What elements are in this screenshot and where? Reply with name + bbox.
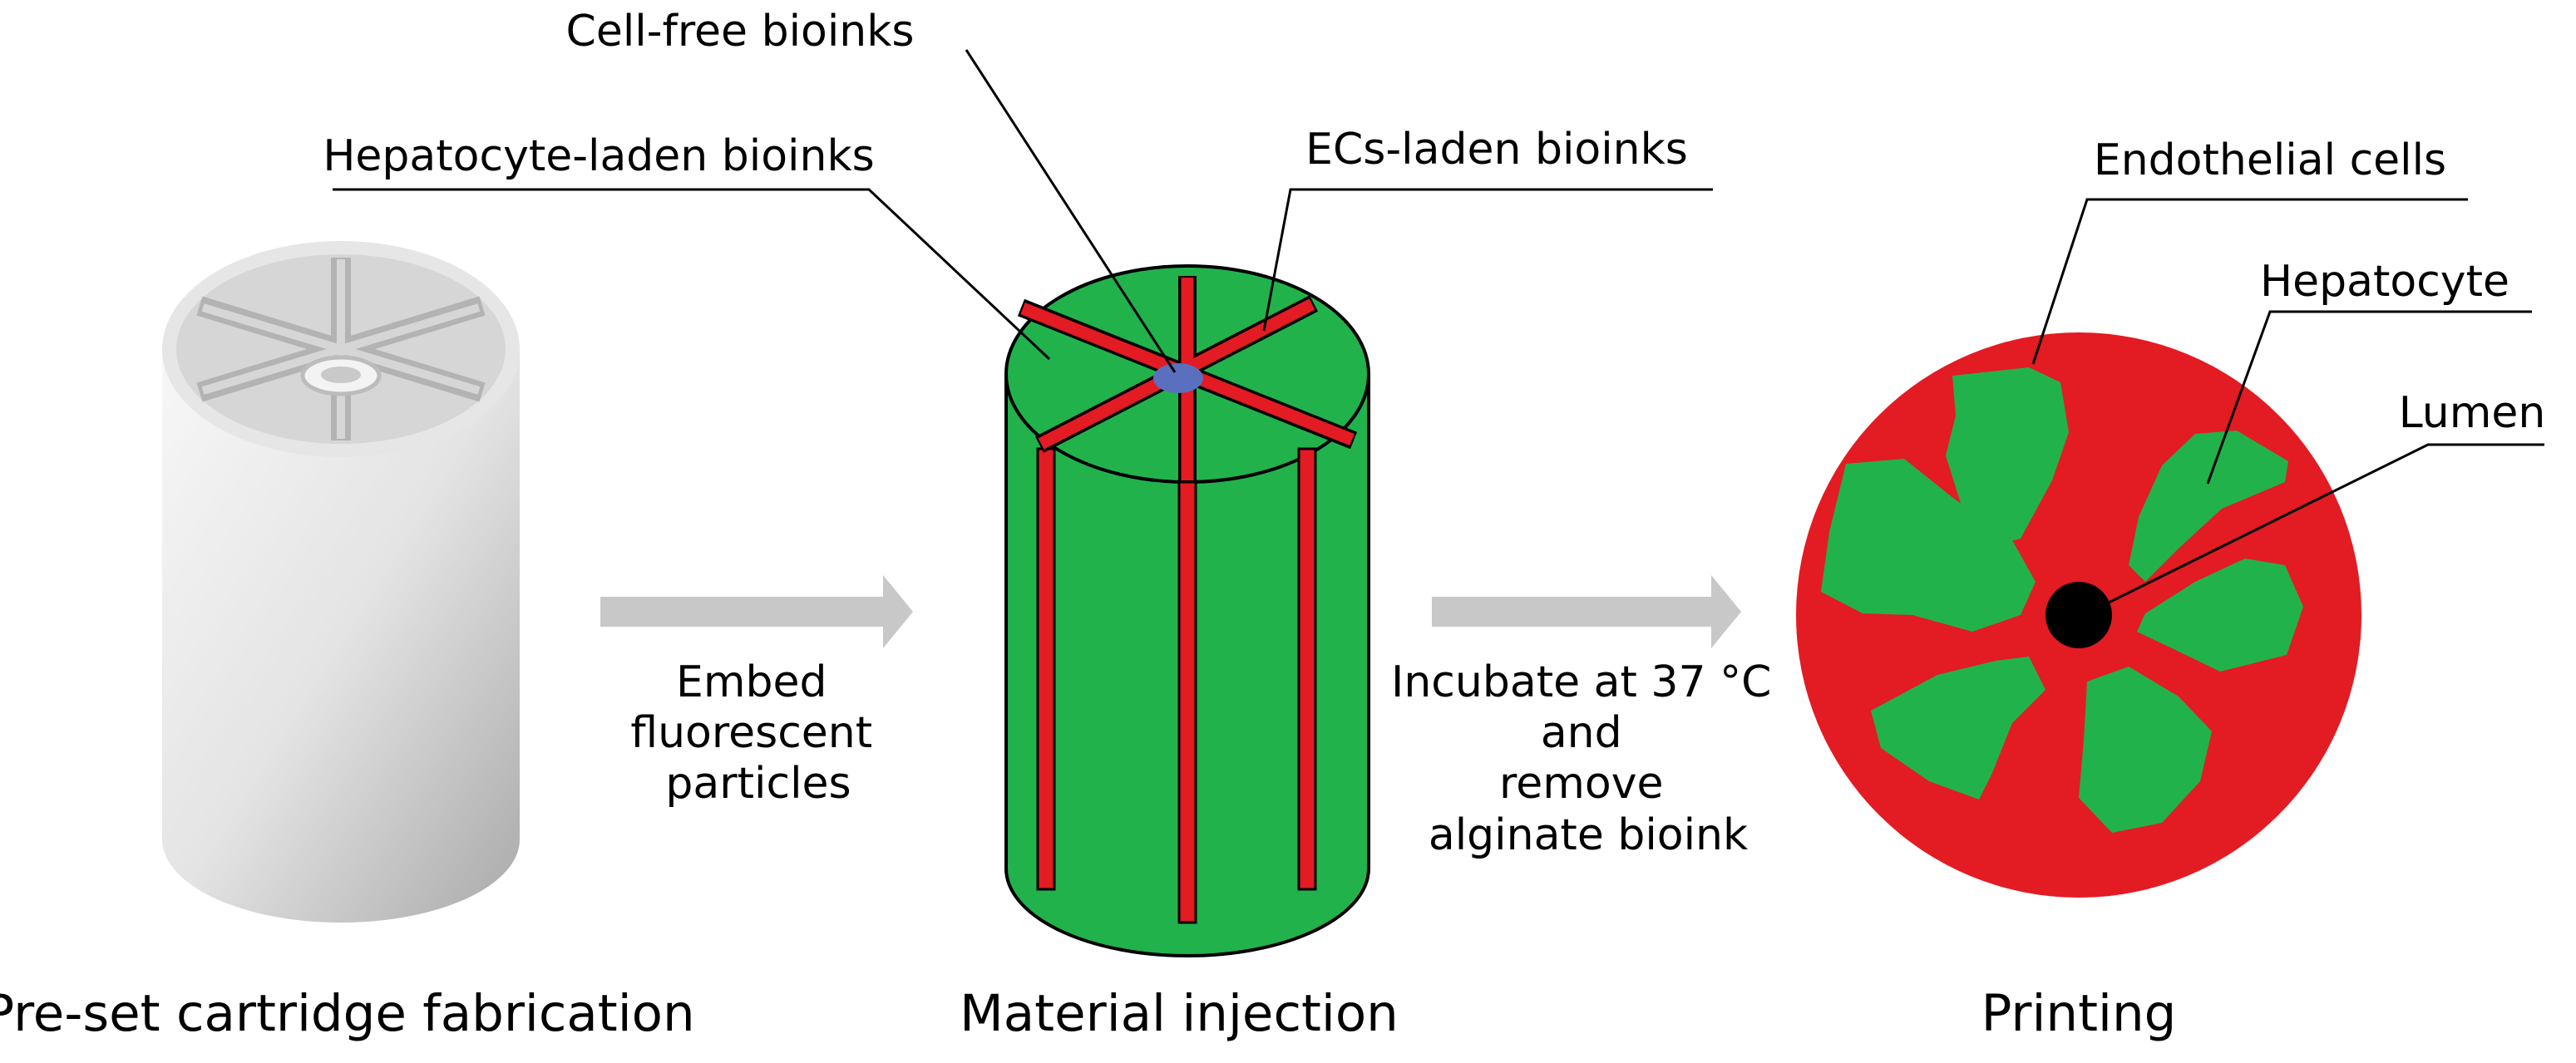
label-ecs-laden: ECs-laden bioinks [1305, 125, 1688, 175]
arrow-2-text: Incubate at 37 °C and remove alginate bi… [1391, 657, 1785, 860]
injected-cylinder [1004, 264, 1370, 957]
printed-cross-section [1796, 332, 2361, 898]
label-cell-free: Cell-free bioinks [566, 7, 915, 57]
process-arrow-1 [600, 575, 913, 648]
caption-injection: Material injection [960, 984, 1399, 1043]
leader-lines-stage-2 [333, 49, 1713, 373]
arrow-2-line-4: alginate bioink [1429, 810, 1748, 860]
label-lumen: Lumen [2399, 388, 2546, 438]
process-arrow-2 [1432, 575, 1741, 648]
arrow-2-line-2: and [1541, 708, 1622, 758]
label-hepatocyte: Hepatocyte [2260, 257, 2509, 307]
label-endothelial: Endothelial cells [2094, 135, 2446, 185]
caption-printing: Printing [1981, 984, 2177, 1043]
hepatocyte-lobules [1821, 367, 2303, 833]
arrow-1-line-3: particles [665, 759, 851, 809]
caption-cartridge: Pre-set cartridge fabrication [0, 984, 695, 1043]
arrow-1-text: Embed fluorescent particles [630, 657, 886, 809]
label-hepatocyte-laden: Hepatocyte-laden bioinks [323, 131, 874, 181]
arrow-2-line-1: Incubate at 37 °C [1391, 657, 1771, 707]
cartridge-spoke-gaps [201, 259, 481, 439]
side-stripes [1036, 447, 1317, 924]
leader-lines-stage-3 [2031, 198, 2544, 607]
cartridge-cylinder [162, 241, 520, 923]
arrow-2-line-3: remove [1499, 759, 1663, 809]
arrow-1-line-1: Embed [676, 657, 827, 707]
center-cell-free-core [1153, 363, 1203, 393]
lumen [2046, 582, 2112, 648]
arrow-1-line-2: fluorescent [630, 708, 872, 758]
